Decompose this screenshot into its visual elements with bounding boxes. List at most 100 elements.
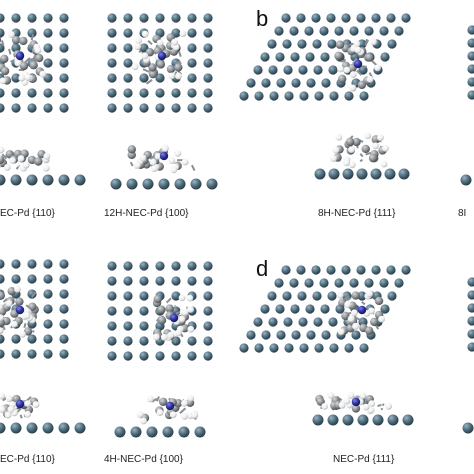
nitrogen-atom [15, 305, 25, 315]
pd-atom [283, 317, 293, 327]
bond [348, 42, 354, 47]
hydrogen-atom [19, 330, 26, 338]
hydrogen-atom [359, 392, 367, 400]
molecule-d-side-view [315, 391, 393, 415]
pd-atom [312, 39, 322, 49]
hydrogen-atom [330, 155, 337, 162]
hydrogen-atom [14, 59, 22, 67]
pd-atom [59, 319, 69, 329]
carbon-atom [157, 316, 167, 325]
hydrogen-atom [10, 320, 18, 328]
bond [165, 297, 172, 304]
hydrogen-atom [336, 291, 344, 299]
pd-atom [11, 103, 21, 113]
carbon-atom [174, 63, 183, 72]
molecule-bottom-mid-top-view [152, 294, 195, 344]
carbon-atom [364, 326, 374, 335]
hydrogen-atom [0, 406, 6, 413]
pd-atom [59, 73, 69, 83]
pd-atom [371, 265, 381, 275]
carbon-atom [361, 144, 370, 154]
hydrogen-atom [0, 164, 1, 169]
pd-atom [326, 13, 336, 23]
pd-atom [11, 334, 21, 344]
pd-atom [107, 306, 117, 316]
pd-atom [356, 13, 366, 23]
hydrogen-atom [174, 149, 182, 157]
pd-atom [59, 58, 69, 68]
pd-atom [27, 13, 37, 23]
pd-atom [462, 422, 474, 434]
pd-atom [467, 290, 474, 300]
pd-atom [171, 13, 181, 23]
hydrogen-atom [372, 142, 379, 150]
pd-atom [269, 91, 279, 101]
pd-atom [107, 351, 117, 361]
pd-atom [43, 289, 53, 299]
pd-atom [467, 303, 474, 313]
pd-atom [43, 259, 53, 269]
pd-atom [110, 178, 122, 190]
hydrogen-atom [352, 322, 359, 330]
pd-atom [289, 278, 299, 288]
pd-atom [296, 13, 306, 23]
pd-atom [357, 39, 367, 49]
carbon-atom [11, 35, 21, 45]
hydrogen-atom [8, 31, 15, 38]
pd-atom [107, 336, 117, 346]
pd-atom [59, 103, 69, 113]
carbon-atom [337, 74, 347, 84]
pd-atom [283, 65, 293, 75]
pd-atom [306, 330, 316, 340]
pd-atom [246, 330, 256, 340]
pd-atom [261, 78, 271, 88]
bond [147, 40, 153, 45]
pd-atom [155, 73, 165, 83]
pd-atom [171, 261, 181, 271]
pd-atom [0, 28, 5, 38]
pd-atom [203, 73, 213, 83]
bond [356, 69, 363, 76]
pd-atom [319, 278, 329, 288]
pd-atom [327, 39, 337, 49]
pd-atom [371, 13, 381, 23]
pd-atom [203, 276, 213, 286]
pd-atom [297, 291, 307, 301]
molecule-bottom-mid-side-view [136, 394, 199, 425]
pd-atom [11, 73, 21, 83]
pd-atom [290, 304, 300, 314]
pd-atom [123, 13, 133, 23]
pd-atom [27, 334, 37, 344]
carbon-atom [351, 291, 360, 300]
hydrogen-atom [338, 401, 346, 409]
pd-atom [467, 38, 474, 48]
carbon-atom [127, 145, 137, 154]
bond [374, 324, 380, 330]
hydrogen-atom [0, 154, 2, 160]
pd-atom [187, 43, 197, 53]
pd-atom [203, 88, 213, 98]
pd-atom [27, 274, 37, 284]
hydrogen-atom [181, 399, 188, 407]
pd-atom [275, 52, 285, 62]
bond [365, 151, 372, 156]
carbon-atom [156, 60, 166, 69]
pd-atom [398, 168, 410, 180]
pd-atom [341, 265, 351, 275]
pd-atom [107, 28, 117, 38]
pd-atom [306, 78, 316, 88]
hydrogen-atom [175, 72, 182, 80]
hydrogen-atom [187, 394, 195, 402]
molecule-bottom-left-side-view [0, 392, 40, 419]
bond [381, 403, 385, 407]
pd-atom [155, 103, 165, 113]
hydrogen-atom [368, 400, 376, 408]
bond [361, 301, 366, 306]
pd-atom [467, 342, 474, 352]
hydrogen-atom [362, 403, 370, 411]
carbon-atom [0, 291, 5, 300]
pd-atom [187, 28, 197, 38]
bond [359, 158, 364, 163]
carbon-atom [29, 61, 38, 70]
pd-atom [187, 276, 197, 286]
